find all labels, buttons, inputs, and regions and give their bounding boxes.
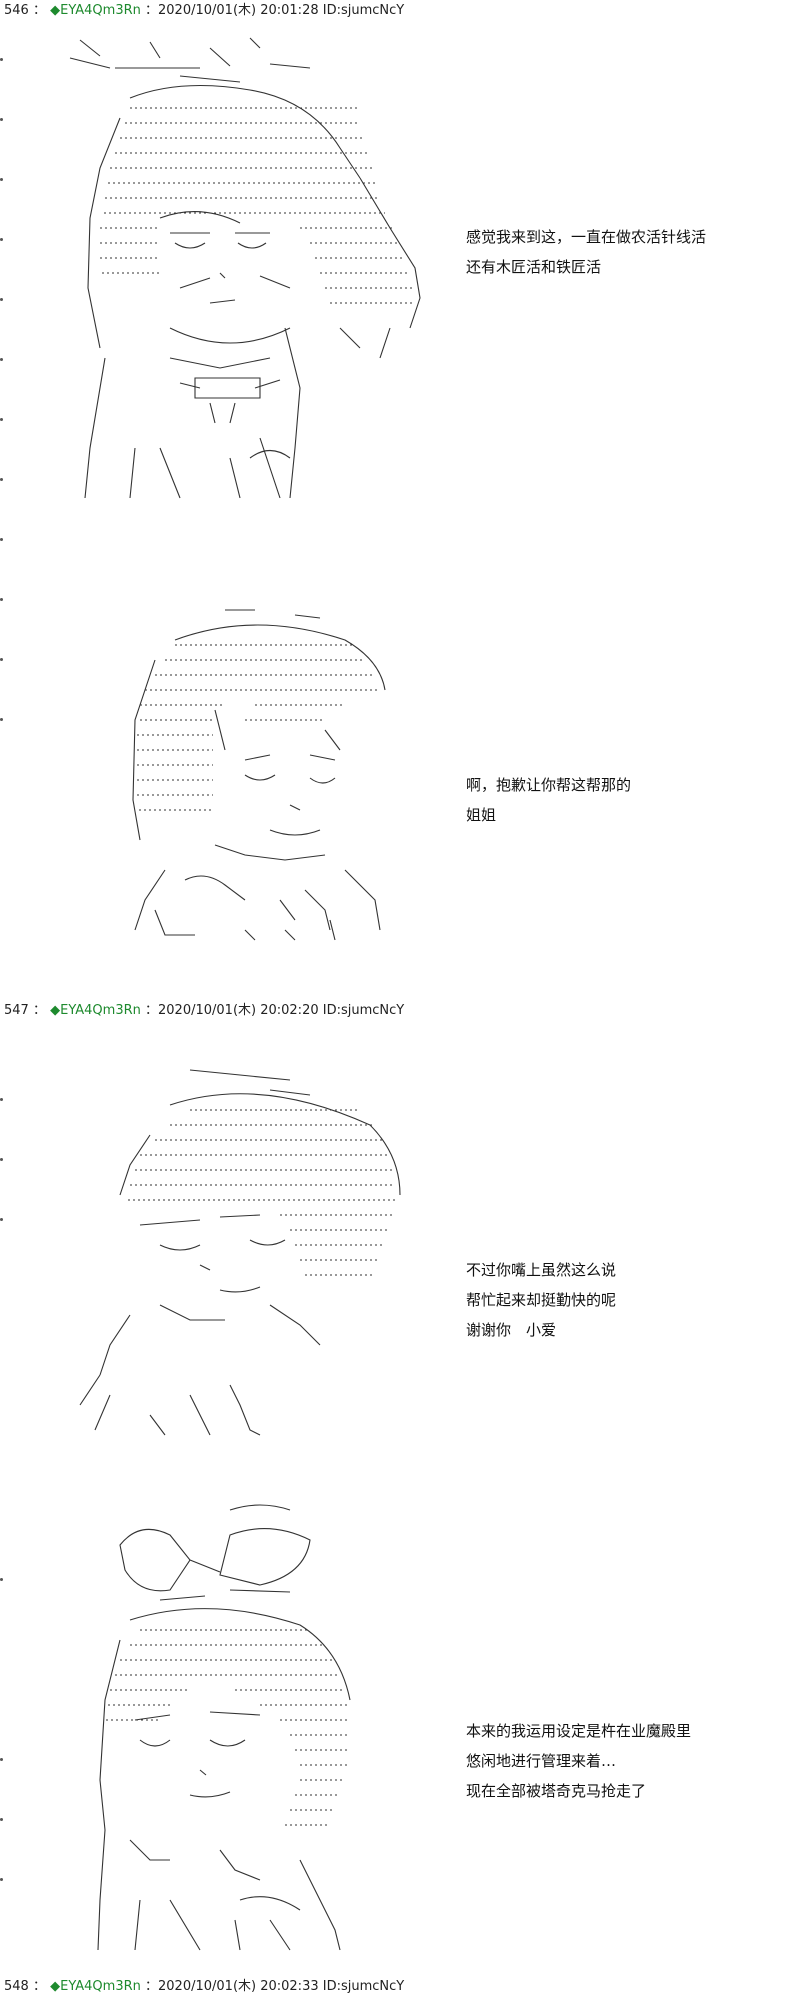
- dialogue-line: 不过你嘴上虽然这么说: [466, 1261, 617, 1279]
- dialogue-line: 现在全部被塔奇克马抢走了: [466, 1782, 647, 1800]
- post-number: 546: [4, 3, 29, 18]
- ascii-art-character-2: [95, 600, 395, 945]
- margin-dot: [0, 418, 3, 421]
- poster-trip[interactable]: EYA4Qm3Rn: [60, 1003, 141, 1018]
- post-number: 548: [4, 1979, 29, 1994]
- margin-dot: [0, 178, 3, 181]
- margin-dot: [0, 1578, 3, 1581]
- dialogue-line: 悠闲地进行管理来着…: [466, 1752, 617, 1770]
- ascii-art-character-1: [60, 28, 460, 523]
- margin-dot: [0, 1158, 3, 1161]
- margin-dot: [0, 1218, 3, 1221]
- margin-dot: [0, 118, 3, 121]
- ascii-art-character-3: [40, 1055, 410, 1450]
- margin-dot: [0, 238, 3, 241]
- dialogue-line: 啊，抱歉让你帮这帮那的: [466, 776, 632, 794]
- margin-dot: [0, 298, 3, 301]
- post-datetime-id: ：2020/10/01(木) 20:02:33 ID:sjumcNcY: [145, 1979, 405, 1994]
- trip-diamond-icon: ◆: [50, 3, 61, 18]
- margin-dot: [0, 658, 3, 661]
- post-header-547: 547 ： ◆EYA4Qm3Rn ：2020/10/01(木) 20:02:20…: [4, 1002, 404, 1020]
- dialogue-block-2: 啊，抱歉让你帮这帮那的 姐姐: [466, 770, 631, 830]
- dialogue-line: 感觉我来到这，一直在做农活针线活: [466, 228, 707, 246]
- dialogue-line: 帮忙起来却挺勤快的呢: [466, 1291, 617, 1309]
- margin-dot: [0, 358, 3, 361]
- post-separator: ：: [32, 3, 46, 18]
- margin-dot: [0, 1818, 3, 1821]
- dialogue-line: 姐姐: [466, 806, 497, 824]
- poster-trip[interactable]: EYA4Qm3Rn: [60, 1979, 141, 1994]
- poster-trip[interactable]: EYA4Qm3Rn: [60, 3, 141, 18]
- dialogue-block-1: 感觉我来到这，一直在做农活针线活 还有木匠活和铁匠活: [466, 222, 706, 282]
- post-datetime-id: ：2020/10/01(木) 20:01:28 ID:sjumcNcY: [145, 3, 405, 18]
- ascii-art-character-4: [60, 1500, 400, 1965]
- post-datetime-id: ：2020/10/01(木) 20:02:20 ID:sjumcNcY: [145, 1003, 405, 1018]
- margin-dot: [0, 478, 3, 481]
- margin-dot: [0, 1098, 3, 1101]
- margin-dot: [0, 1878, 3, 1881]
- post-number: 547: [4, 1003, 29, 1018]
- post-header-548: 548 ： ◆EYA4Qm3Rn ：2020/10/01(木) 20:02:33…: [4, 1978, 404, 1996]
- margin-dot: [0, 58, 3, 61]
- dialogue-line: 还有木匠活和铁匠活: [466, 258, 602, 276]
- dialogue-block-4: 本来的我运用设定是杵在业魔殿里 悠闲地进行管理来着… 现在全部被塔奇克马抢走了: [466, 1716, 691, 1806]
- margin-dot: [0, 598, 3, 601]
- dialogue-line: 本来的我运用设定是杵在业魔殿里: [466, 1722, 692, 1740]
- dialogue-block-3: 不过你嘴上虽然这么说 帮忙起来却挺勤快的呢 谢谢你 小爱: [466, 1255, 616, 1345]
- margin-dot: [0, 538, 3, 541]
- dialogue-line: 谢谢你 小爱: [466, 1321, 557, 1339]
- trip-diamond-icon: ◆: [50, 1003, 61, 1018]
- trip-diamond-icon: ◆: [50, 1979, 61, 1994]
- margin-dot: [0, 1758, 3, 1761]
- post-separator: ：: [32, 1003, 46, 1018]
- margin-dot: [0, 718, 3, 721]
- post-header-546: 546 ： ◆EYA4Qm3Rn ：2020/10/01(木) 20:01:28…: [4, 2, 404, 20]
- post-separator: ：: [32, 1979, 46, 1994]
